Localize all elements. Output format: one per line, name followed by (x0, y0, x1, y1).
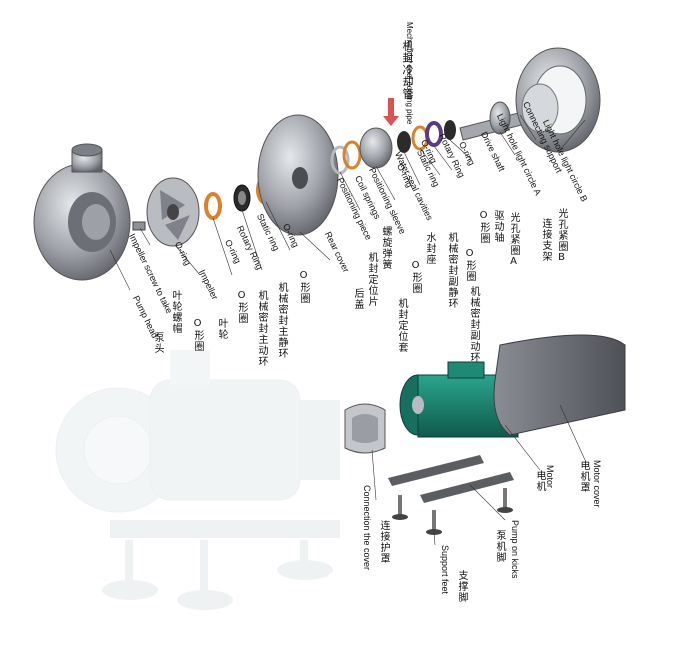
label-static-ring-1-cn: 机械密封主静环 (276, 282, 287, 359)
pump-on-kicks-part (388, 455, 514, 503)
label-drive-shaft-cn: 驱动轴 (492, 210, 503, 243)
label-rotary-ring-2-cn: 机械密封副动环 (468, 286, 479, 363)
label-pump-on-kicks-cn: 泵机脚 (494, 530, 505, 563)
label-positioning-piece-cn: 机封定位片 (366, 252, 377, 307)
label-connecting-support-cn: 连接支架 (540, 218, 551, 262)
label-o-ring-1-cn: O形圈 (192, 318, 203, 352)
label-rotary-ring-1-cn: 机械密封主动环 (256, 290, 267, 367)
label-impeller-cn: 叶轮 (216, 318, 227, 340)
label-support-feet-cn: 支撑脚 (456, 570, 467, 603)
rear-cover-part (257, 114, 339, 236)
mechanical-seal-part (330, 98, 456, 175)
motor-cover-part (493, 334, 626, 436)
seal-rings-front (204, 175, 276, 220)
label-o-ring-3-cn: O形圈 (298, 270, 309, 304)
label-cooling-pipe-cn: 机封冷却管 (401, 40, 414, 100)
assembled-pump-ghost (55, 350, 340, 610)
label-impeller-screw-cn: 叶轮螺帽 (170, 290, 181, 334)
label-o-ring-2-cn: O形圈 (236, 290, 247, 324)
support-feet-part (392, 488, 513, 535)
label-motor-cn: 电机 (534, 470, 545, 492)
label-coil-springs-cn: 螺旋弹簧 (380, 226, 391, 270)
label-cooling-pipe-en: Mechanical seal cooling pipe (405, 22, 414, 125)
label-connection-cover-en: Connection the cover (362, 485, 372, 571)
label-pump-head-cn: 泵头 (152, 332, 163, 354)
label-light-hole-b-cn: 光孔紧圈B (556, 208, 567, 264)
leader-lines (109, 114, 586, 546)
label-pump-on-kicks-en: Pump on kicks (510, 520, 520, 579)
label-light-hole-a-cn: 光孔紧圈A (508, 212, 519, 268)
label-static-ring-2-cn: 机械密封副静环 (446, 232, 457, 309)
pump-head-part (33, 143, 131, 281)
label-positioning-sleeve-cn: 机封定位套 (396, 298, 407, 353)
label-o-ring-5-cn: O形圈 (464, 248, 475, 282)
label-motor-cover-en: Motor cover (592, 460, 602, 508)
label-motor-cover-cn: 电机罩 (578, 460, 589, 493)
drive-shaft-part (459, 101, 534, 141)
label-rear-cover-cn: 后盖 (352, 288, 363, 310)
label-motor-en: Motor (545, 465, 555, 489)
connecting-support-part (515, 47, 601, 153)
label-water-seal-cn: 水封座 (424, 232, 435, 265)
impeller-screw-part (132, 221, 146, 231)
label-connection-cover-cn: 连接护罩 (378, 520, 389, 564)
connection-cover-part (344, 403, 386, 454)
label-o-ring-6-cn: O形圈 (478, 210, 489, 244)
impeller-part (146, 177, 200, 247)
label-support-feet-en: Support feet (440, 545, 450, 595)
label-o-ring-4-cn: O形圈 (410, 260, 421, 294)
